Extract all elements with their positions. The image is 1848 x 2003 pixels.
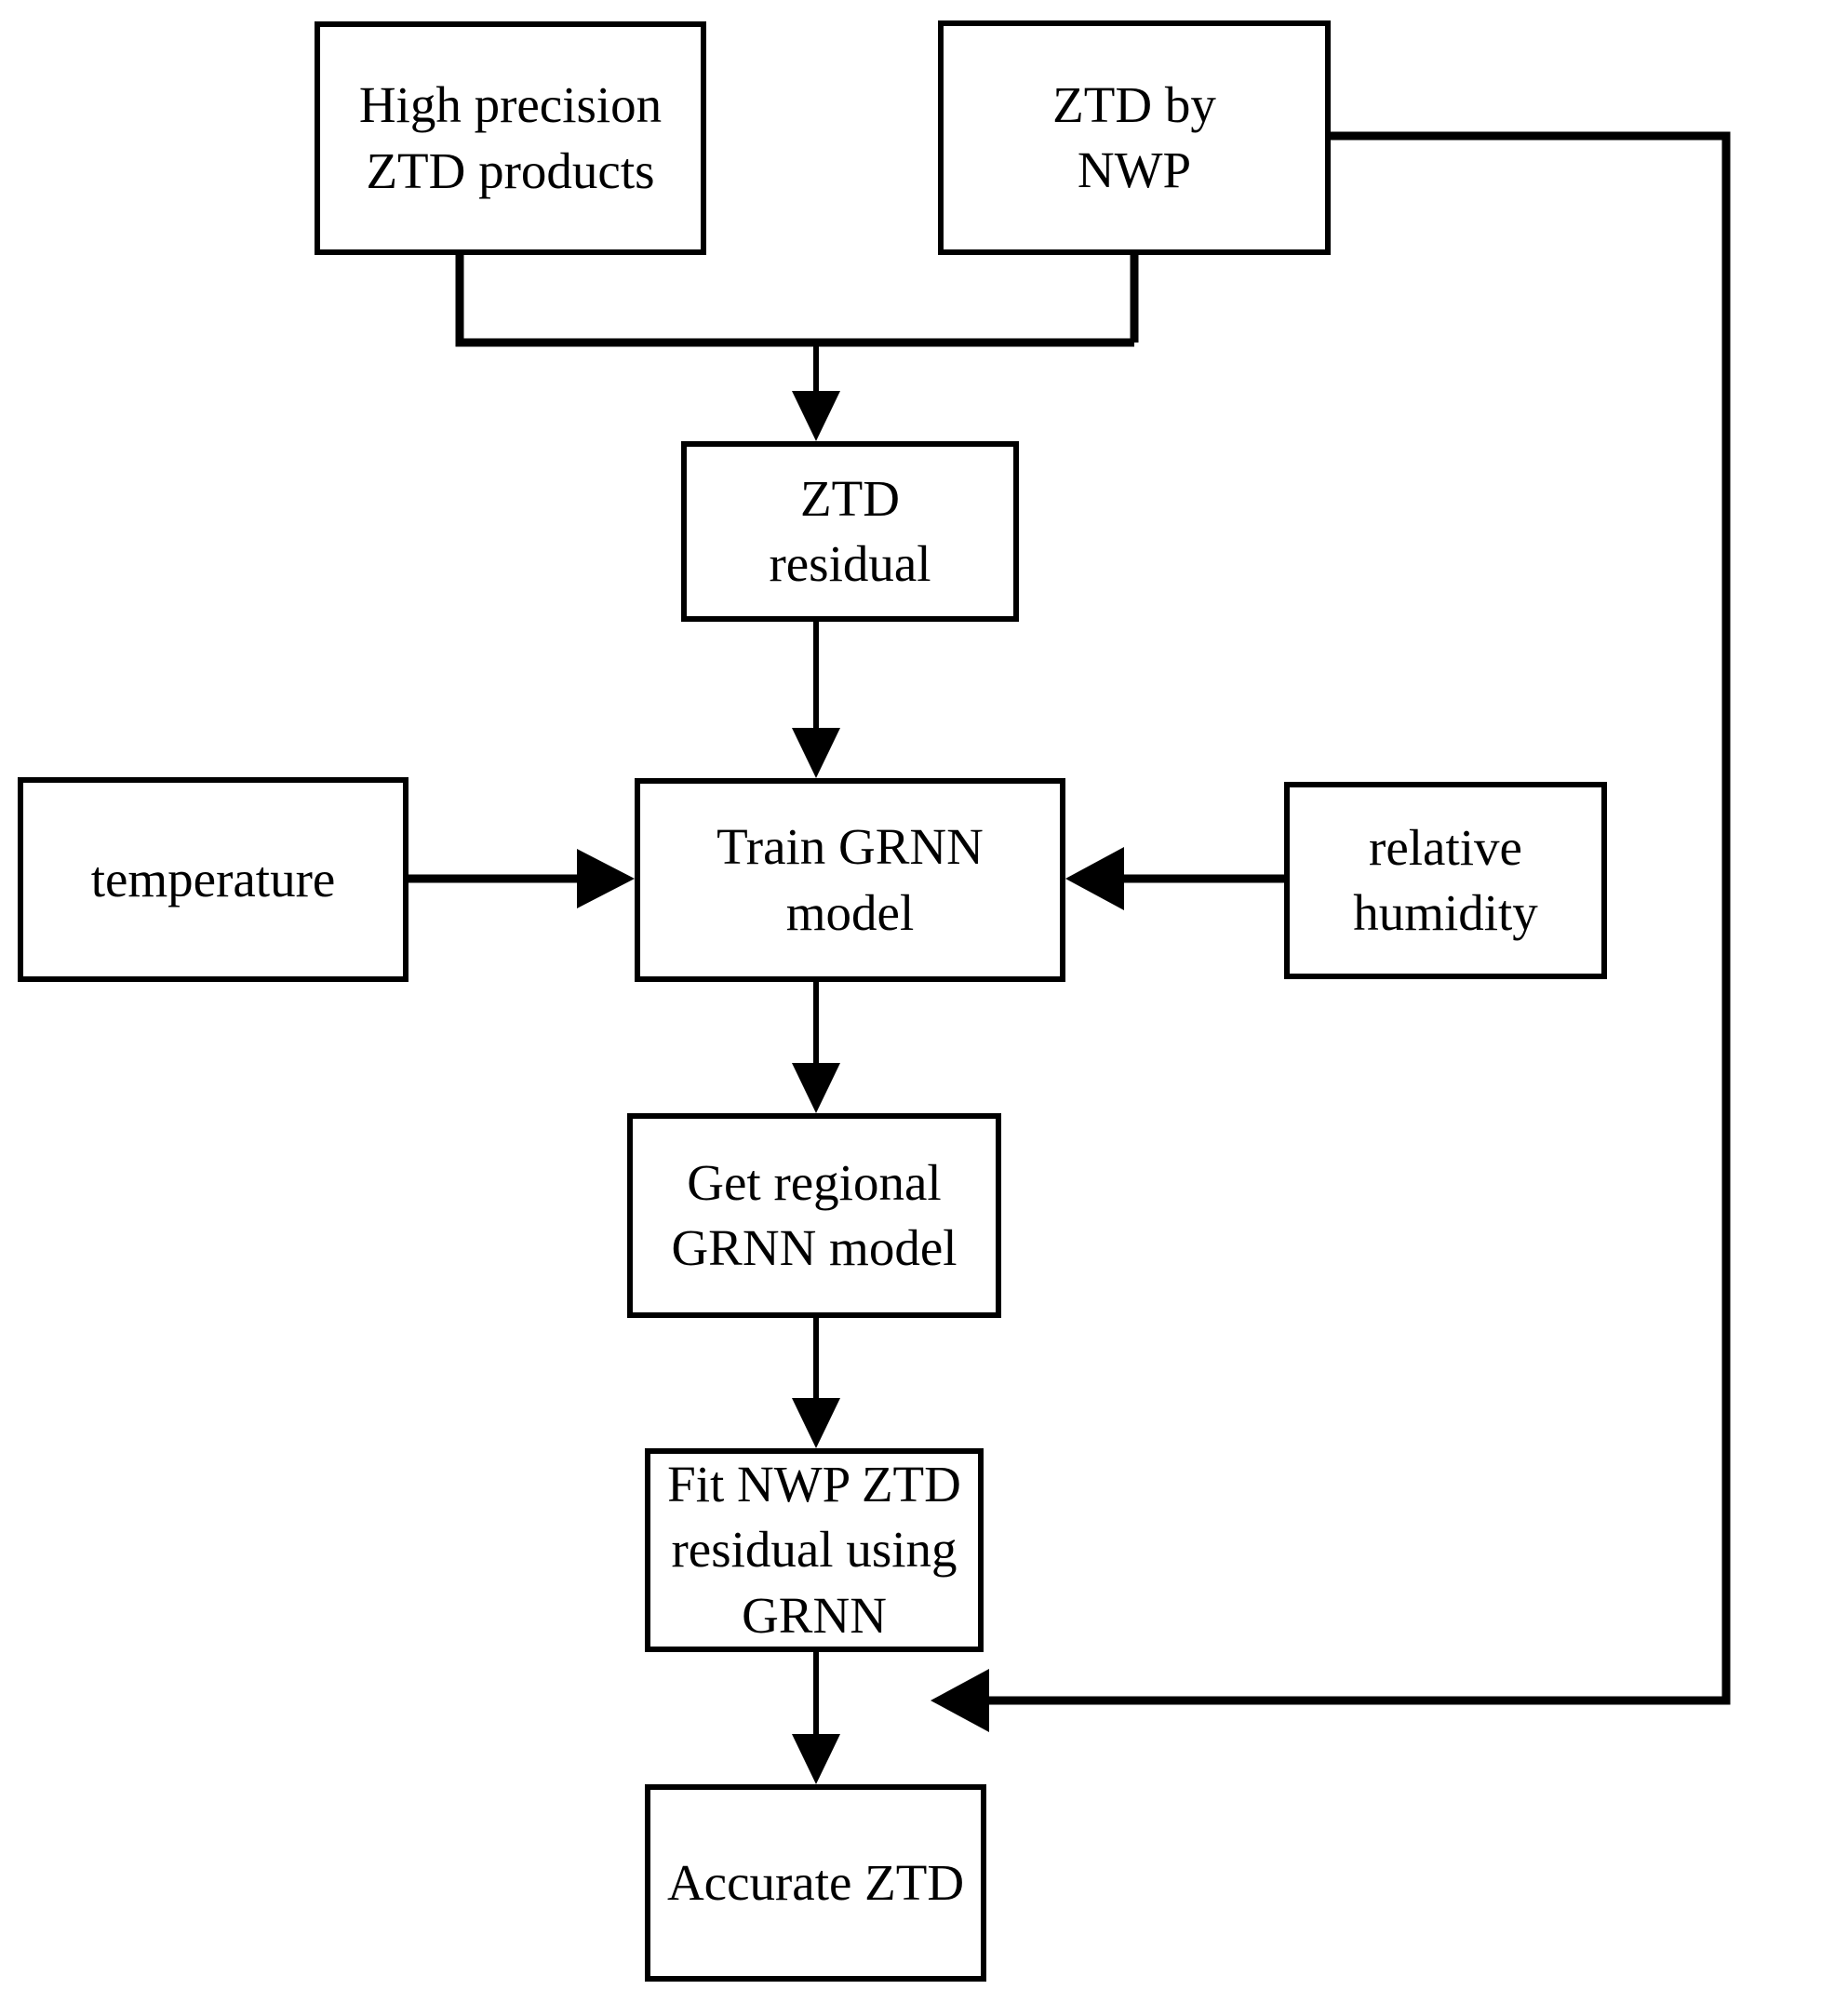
arrowhead-left-train-grnn	[1065, 847, 1124, 910]
edge-high-precision-to-junction	[455, 255, 1134, 347]
arrowhead-down-accurate-ztd	[792, 1734, 840, 1784]
node-relative-humidity[interactable]: relative humidity	[1284, 782, 1607, 979]
node-train-grnn-model[interactable]: Train GRNN model	[635, 778, 1065, 982]
node-high-precision-ztd-products[interactable]: High precision ZTD products	[315, 21, 706, 255]
node-temperature[interactable]: temperature	[18, 777, 408, 982]
node-fit-nwp-ztd-residual[interactable]: Fit NWP ZTD residual using GRNN	[645, 1448, 984, 1652]
arrowhead-down-ztd-residual	[792, 391, 840, 441]
arrowhead-down-fit-nwp	[792, 1398, 840, 1448]
arrowhead-down-get-regional	[792, 1063, 840, 1113]
node-ztd-residual[interactable]: ZTD residual	[681, 441, 1019, 622]
node-get-regional-grnn-model[interactable]: Get regional GRNN model	[627, 1113, 1001, 1318]
node-ztd-by-nwp[interactable]: ZTD by NWP	[938, 20, 1331, 255]
arrowhead-down-train-grnn	[792, 728, 840, 778]
arrowhead-left-fit-nwp-feed	[931, 1669, 989, 1732]
node-accurate-ztd[interactable]: Accurate ZTD	[645, 1784, 986, 1982]
arrowhead-right-train-grnn	[577, 849, 635, 908]
